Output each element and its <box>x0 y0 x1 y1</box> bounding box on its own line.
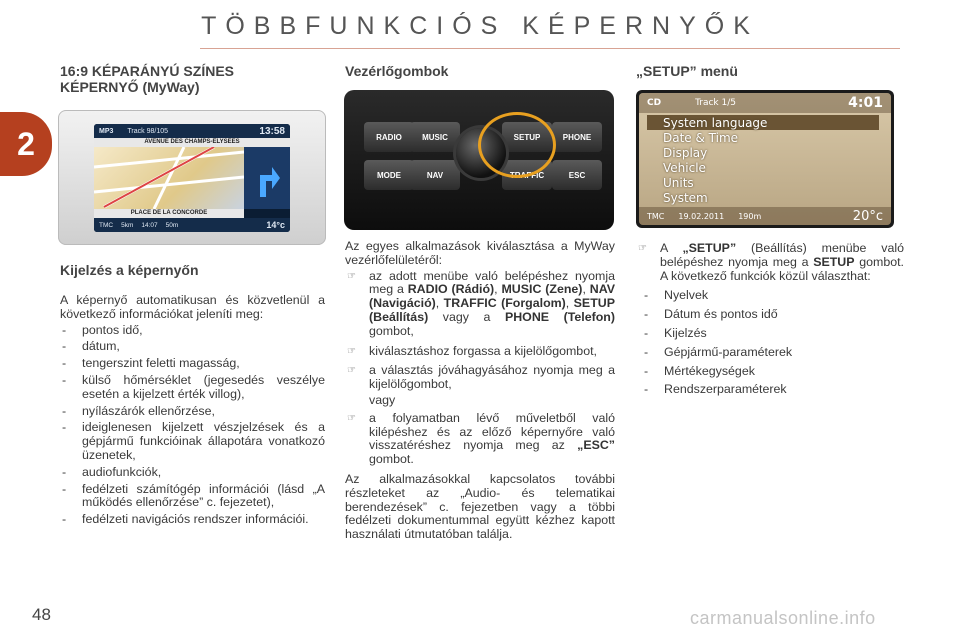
date-label: 19.02.2011 <box>678 211 725 221</box>
list-item: audiofunkciók, <box>60 465 325 480</box>
screen-time: 4:01 <box>848 95 883 111</box>
menu-item-date-time: Date & Time <box>663 131 739 145</box>
distance-label: 5km <box>121 221 134 229</box>
list-item: Nyelvek <box>642 289 904 303</box>
list-item: Kijelzés <box>642 326 904 341</box>
setup-bullet: ☞A „SETUP” (Beállítás) menübe való belép… <box>636 241 905 283</box>
list-item: ☞ az adott menübe való belépéshez nyomja… <box>347 268 616 338</box>
hand-pointer-icon: ☞ <box>347 365 356 377</box>
screen-time: 13:58 <box>259 125 285 137</box>
controls-list: ☞ az adott menübe való belépéshez nyomja… <box>345 268 616 467</box>
next-distance-label: 50m <box>165 221 179 229</box>
column-left-body: Kijelzés a képernyőn A képernyő automati… <box>60 262 325 530</box>
music-button: MUSIC <box>410 122 460 152</box>
intro-text: A képernyő automatikusan és közvetlenül … <box>60 293 325 321</box>
menu-item-units: Units <box>663 176 694 190</box>
section-heading-mywav: 16:9 KÉPARÁNYÚ SZÍNES KÉPERNYŐ (MyWay) <box>60 63 235 95</box>
chapter-tab: 2 <box>0 112 52 176</box>
list-item: ☞kiválasztáshoz forgassa a kijelölőgombo… <box>347 343 597 358</box>
hand-pointer-icon: ☞ <box>638 243 647 254</box>
subheading-display: Kijelzés a képernyőn <box>60 262 199 278</box>
menu-item-system: System <box>663 191 708 205</box>
list-item: ☞A „SETUP” (Beállítás) menübe való belép… <box>638 241 905 283</box>
distance-label: 190m <box>738 211 762 221</box>
list-item: Dátum és pontos idő <box>642 307 904 322</box>
map-roads-icon <box>94 145 245 210</box>
column-middle-body: Az egyes alkalmazások kiválasztása a MyW… <box>345 239 616 542</box>
list-item: nyílászárók ellenőrzése, <box>60 404 325 419</box>
street-banner-top: AVENUE DES CHAMPS-ELYSEES <box>94 138 290 147</box>
control-panel-photo: RADIO MUSIC SETUP PHONE MODE NAV TRAFFIC… <box>344 90 614 230</box>
list-item: dátum, <box>60 340 325 354</box>
list-item: ☞a választás jóváhagyásához nyomja meg a… <box>347 363 615 392</box>
esc-button: ESC <box>552 160 602 190</box>
intro-text: Az egyes alkalmazások kiválasztása a MyW… <box>345 239 615 267</box>
hand-pointer-icon: ☞ <box>347 345 356 357</box>
list-item: Gépjármű-paraméterek <box>642 345 904 360</box>
temperature-label: 20°c <box>852 208 883 224</box>
list-item: fedélzeti számítógép információi (lásd „… <box>60 482 325 511</box>
setup-functions-list: Nyelvek Dátum és pontos idő Kijelzés Gép… <box>642 289 904 397</box>
list-item: ideiglenesen kijelzett vészjelzések és a… <box>60 420 325 462</box>
setup-screen-photo: CD Track 1/5 4:01 System language Date &… <box>636 90 894 228</box>
mode-button: MODE <box>364 160 414 190</box>
list-item: Rendszerparaméterek <box>642 383 904 397</box>
mp3-label: MP3 <box>99 127 114 135</box>
page-number: 48 <box>32 605 51 624</box>
navigation-screen: MP3 Track 98/105 13:58 AVENUE DES CHAMPS… <box>94 124 290 232</box>
mywav-screen-photo: MP3 Track 98/105 13:58 AVENUE DES CHAMPS… <box>58 110 326 245</box>
map-area <box>94 145 245 210</box>
list-item: tengerszint feletti magasság, <box>60 356 325 371</box>
section-heading-setup: „SETUP” menü <box>636 63 738 79</box>
list-item-or: vagy <box>369 392 396 407</box>
street-banner-bottom: PLACE DE LA CONCORDE <box>94 209 244 218</box>
section-heading-controls: Vezérlőgombok <box>345 63 449 79</box>
phone-button: PHONE <box>552 122 602 152</box>
track-label: Track 98/105 <box>127 127 169 135</box>
track-label: Track 1/5 <box>695 98 736 108</box>
menu-item-system-language: System language <box>663 116 768 130</box>
hand-pointer-icon: ☞ <box>347 270 356 282</box>
list-item: ☞a folyamatban lévő műveletből való kilé… <box>347 410 615 467</box>
cd-label: CD <box>647 98 662 108</box>
menu-item-vehicle: Vehicle <box>663 161 706 175</box>
list-item: fedélzeti navigációs rendszer információ… <box>60 512 325 527</box>
menu-item-display: Display <box>663 146 708 160</box>
temperature-label: 14°c <box>266 220 285 230</box>
menu-highlight <box>647 115 879 130</box>
list-item: külső hőmérséklet (jegesedés veszélye es… <box>60 373 325 402</box>
eta-label: 14:07 <box>141 221 158 229</box>
title-divider <box>200 48 900 49</box>
radio-button: RADIO <box>364 122 414 152</box>
nav-button: NAV <box>410 160 460 190</box>
tmc-label: TMC <box>647 211 665 221</box>
info-list: pontos idő, dátum, tengerszint feletti m… <box>60 323 325 527</box>
watermark: carmanualsonline.info <box>690 608 876 628</box>
list-item: pontos idő, <box>60 323 325 338</box>
page-title: TÖBBFUNKCIÓS KÉPERNYŐK <box>201 12 759 40</box>
tmc-label: TMC <box>99 221 114 229</box>
column-left: 16:9 KÉPARÁNYÚ SZÍNES KÉPERNYŐ (MyWay) <box>60 63 325 95</box>
outro-text: Az alkalmazásokkal kapcsolatos további r… <box>345 471 615 542</box>
list-item: Mértékegységek <box>642 364 904 379</box>
hand-pointer-icon: ☞ <box>347 412 356 424</box>
setup-menu-screen: CD Track 1/5 4:01 System language Date &… <box>639 93 891 225</box>
turn-arrow-icon <box>260 167 280 197</box>
setup-highlight-ring <box>478 112 556 178</box>
column-right-body: ☞A „SETUP” (Beállítás) menübe való belép… <box>636 240 904 402</box>
turn-arrow-panel <box>244 147 290 209</box>
